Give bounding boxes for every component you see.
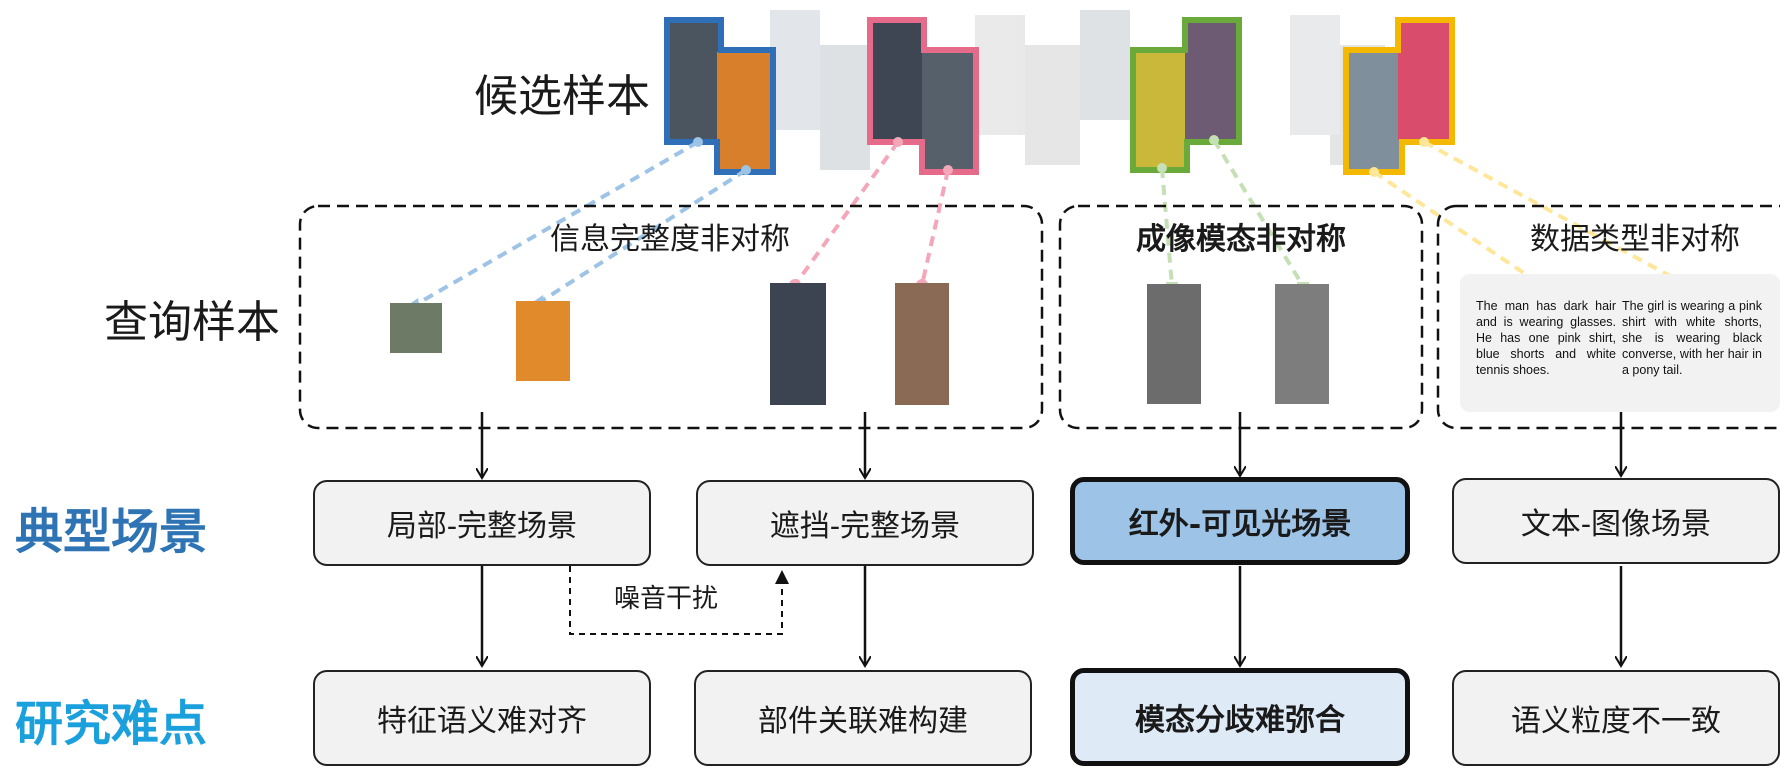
difficulty-feature: 特征语义难对齐: [313, 670, 651, 766]
group-title-modality: 成像模态非对称: [1136, 222, 1346, 257]
query-thumbnails: [390, 283, 1329, 405]
text-query-man: The man has dark hair and is wearing gla…: [1476, 299, 1616, 377]
noise-interference-label: 噪音干扰: [614, 584, 719, 614]
flow-arrows: [482, 412, 1621, 666]
candidate-green: [1130, 17, 1242, 173]
candidate-blue: [664, 17, 776, 175]
scenario-infrared: 红外-可见光场景: [1070, 477, 1410, 565]
scenario-occluded: 遮挡-完整场景: [696, 480, 1034, 566]
scenario-partial: 局部-完整场景: [313, 480, 651, 566]
candidate-yellow: [1343, 17, 1455, 175]
scenario-text: 文本-图像场景: [1452, 478, 1780, 564]
difficulties-label: 研究难点: [15, 696, 208, 752]
noise-connector: [569, 566, 783, 635]
difficulty-modality: 模态分歧难弥合: [1070, 668, 1410, 766]
gallery-background-figures: [770, 10, 1385, 170]
candidate-pink: [867, 17, 979, 175]
scenarios-label: 典型场景: [15, 504, 208, 560]
text-query-girl: The girl is wearing a pink shirt with wh…: [1622, 299, 1762, 377]
query-panel-text: [1460, 274, 1780, 412]
candidates-label: 候选样本: [474, 71, 650, 122]
difficulty-parts: 部件关联难构建: [694, 670, 1032, 766]
queries-label: 查询样本: [104, 297, 280, 348]
candidate-query-links: [414, 138, 1693, 307]
group-title-datatype: 数据类型非对称: [1530, 222, 1740, 257]
difficulty-granularity: 语义粒度不一致: [1452, 670, 1780, 766]
group-title-info: 信息完整度非对称: [550, 222, 790, 257]
